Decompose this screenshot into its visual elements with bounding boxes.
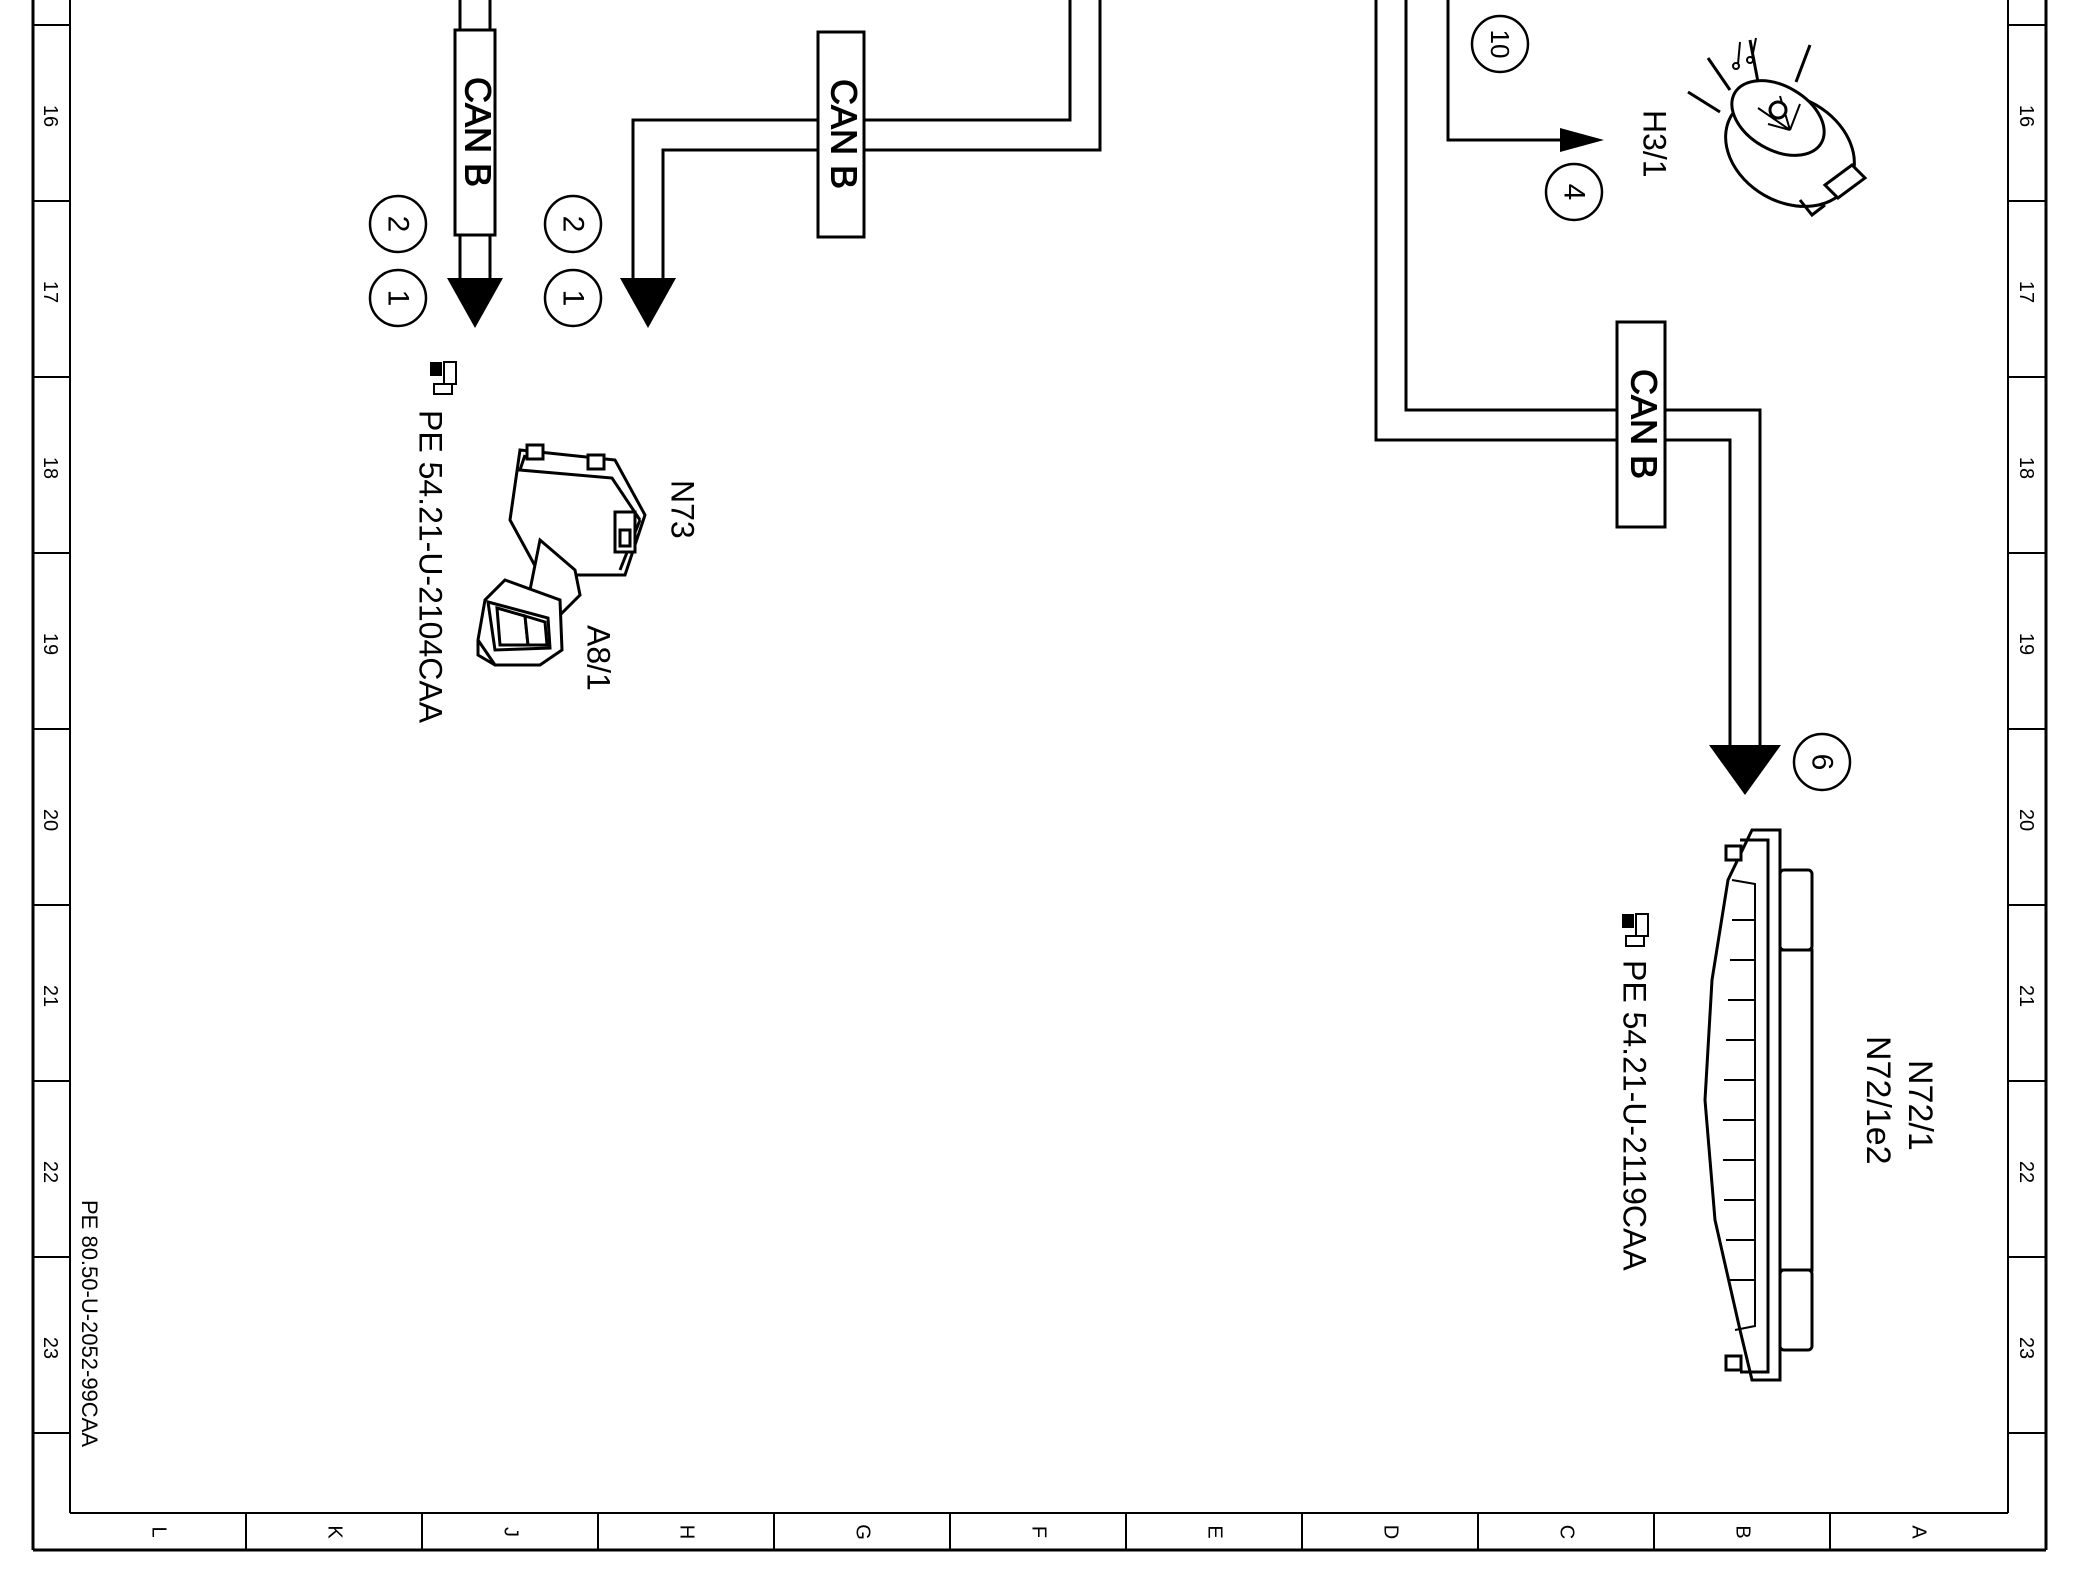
connector-circles xyxy=(368,14,1852,792)
hand-pointer-icon xyxy=(430,361,457,395)
connector-circle xyxy=(1792,732,1852,792)
control-panel-n72-1 xyxy=(1703,828,1814,1382)
connector-circle xyxy=(543,268,603,328)
connector-number: 4 xyxy=(1558,184,1591,201)
control-panel-buttons xyxy=(1723,919,1755,1281)
row-label: 22 xyxy=(2015,1161,2037,1183)
h3-1-label: H3/1 xyxy=(1637,110,1673,178)
row-label: 17 xyxy=(39,281,61,303)
row-labels-right: 16 17 18 19 20 21 22 23 xyxy=(2015,105,2037,1359)
music-notes-icon xyxy=(1732,37,1757,70)
row-ticks xyxy=(33,24,2046,1434)
column-label: E xyxy=(1204,1525,1226,1538)
connector-number: 2 xyxy=(382,216,415,233)
n72-1-label: N72/1 xyxy=(1901,1060,1939,1151)
row-label: 20 xyxy=(2015,809,2037,831)
row-label: 23 xyxy=(2015,1337,2037,1359)
connector-circle xyxy=(1470,14,1530,74)
connector-circle xyxy=(543,194,603,254)
diagram-frame xyxy=(31,0,2048,1552)
connector-circle xyxy=(1544,162,1604,222)
bus-label-text: CAN B xyxy=(823,79,864,189)
n72-reference: PE 54.21-U-2119CAA xyxy=(1617,960,1653,1271)
column-label: H xyxy=(676,1525,698,1539)
row-labels-left: 16 17 18 19 20 21 22 23 xyxy=(39,105,61,1359)
row-label: 18 xyxy=(39,457,61,479)
connector-number: 1 xyxy=(382,290,415,307)
bus-label-right: CAN B xyxy=(1615,320,1667,529)
row-label: 21 xyxy=(2015,985,2037,1007)
hand-pointer-icon xyxy=(1622,913,1649,947)
transmitter-key-a8-1 xyxy=(476,578,564,667)
column-label: K xyxy=(324,1525,346,1539)
row-label: 19 xyxy=(2015,633,2037,655)
bus-label-left: CAN B xyxy=(453,28,499,237)
column-label: G xyxy=(852,1524,874,1540)
document-reference: PE 80.50-U-2052-99CAA xyxy=(77,1200,102,1447)
buzzer-h3-1 xyxy=(1724,79,1868,218)
n73-label: N73 xyxy=(665,480,701,539)
row-label: 19 xyxy=(39,633,61,655)
row-label: 20 xyxy=(39,809,61,831)
column-label: D xyxy=(1380,1525,1402,1539)
connector-number: 6 xyxy=(1806,754,1839,771)
row-label: 21 xyxy=(39,985,61,1007)
row-label: 22 xyxy=(39,1161,61,1183)
can-b-wire-middle xyxy=(631,0,1102,280)
column-labels: L K J H G F E D C B A xyxy=(148,1524,1930,1540)
column-label: C xyxy=(1556,1525,1578,1539)
column-label: J xyxy=(500,1527,522,1537)
column-label: A xyxy=(1908,1525,1930,1539)
arrow-middle-bus xyxy=(620,278,676,328)
column-label: L xyxy=(148,1526,170,1537)
connector-number: 1 xyxy=(557,290,590,307)
bus-label-text: CAN B xyxy=(457,77,498,187)
row-label: 16 xyxy=(39,105,61,127)
sound-waves-icon xyxy=(1687,39,1812,114)
n72-1e2-label: N72/1e2 xyxy=(1859,1036,1897,1165)
n73-reference: PE 54.21-U-2104CAA xyxy=(413,410,449,724)
a8-1-label: A8/1 xyxy=(581,625,617,691)
row-label: 23 xyxy=(39,1337,61,1359)
arrow-right-bus xyxy=(1709,745,1781,795)
h3-1-wire xyxy=(1446,0,1560,142)
arrow-left-bus xyxy=(447,278,503,328)
column-label: B xyxy=(1732,1525,1754,1538)
row-label: 17 xyxy=(2015,281,2037,303)
connector-circle xyxy=(368,194,428,254)
row-label: 18 xyxy=(2015,457,2037,479)
column-label: F xyxy=(1028,1526,1050,1538)
bus-label-middle: CAN B xyxy=(816,30,866,239)
connector-numbers: 2 1 2 1 10 4 6 xyxy=(382,30,1839,771)
can-b-wire-right xyxy=(1374,0,1762,745)
bus-label-text: CAN B xyxy=(1623,369,1664,479)
column-ticks xyxy=(245,1513,1831,1550)
h3-1-arrow xyxy=(1560,128,1604,152)
connector-number: 2 xyxy=(557,216,590,233)
connector-circle xyxy=(368,268,428,328)
connector-number: 10 xyxy=(1485,30,1515,59)
row-label: 16 xyxy=(2015,105,2037,127)
